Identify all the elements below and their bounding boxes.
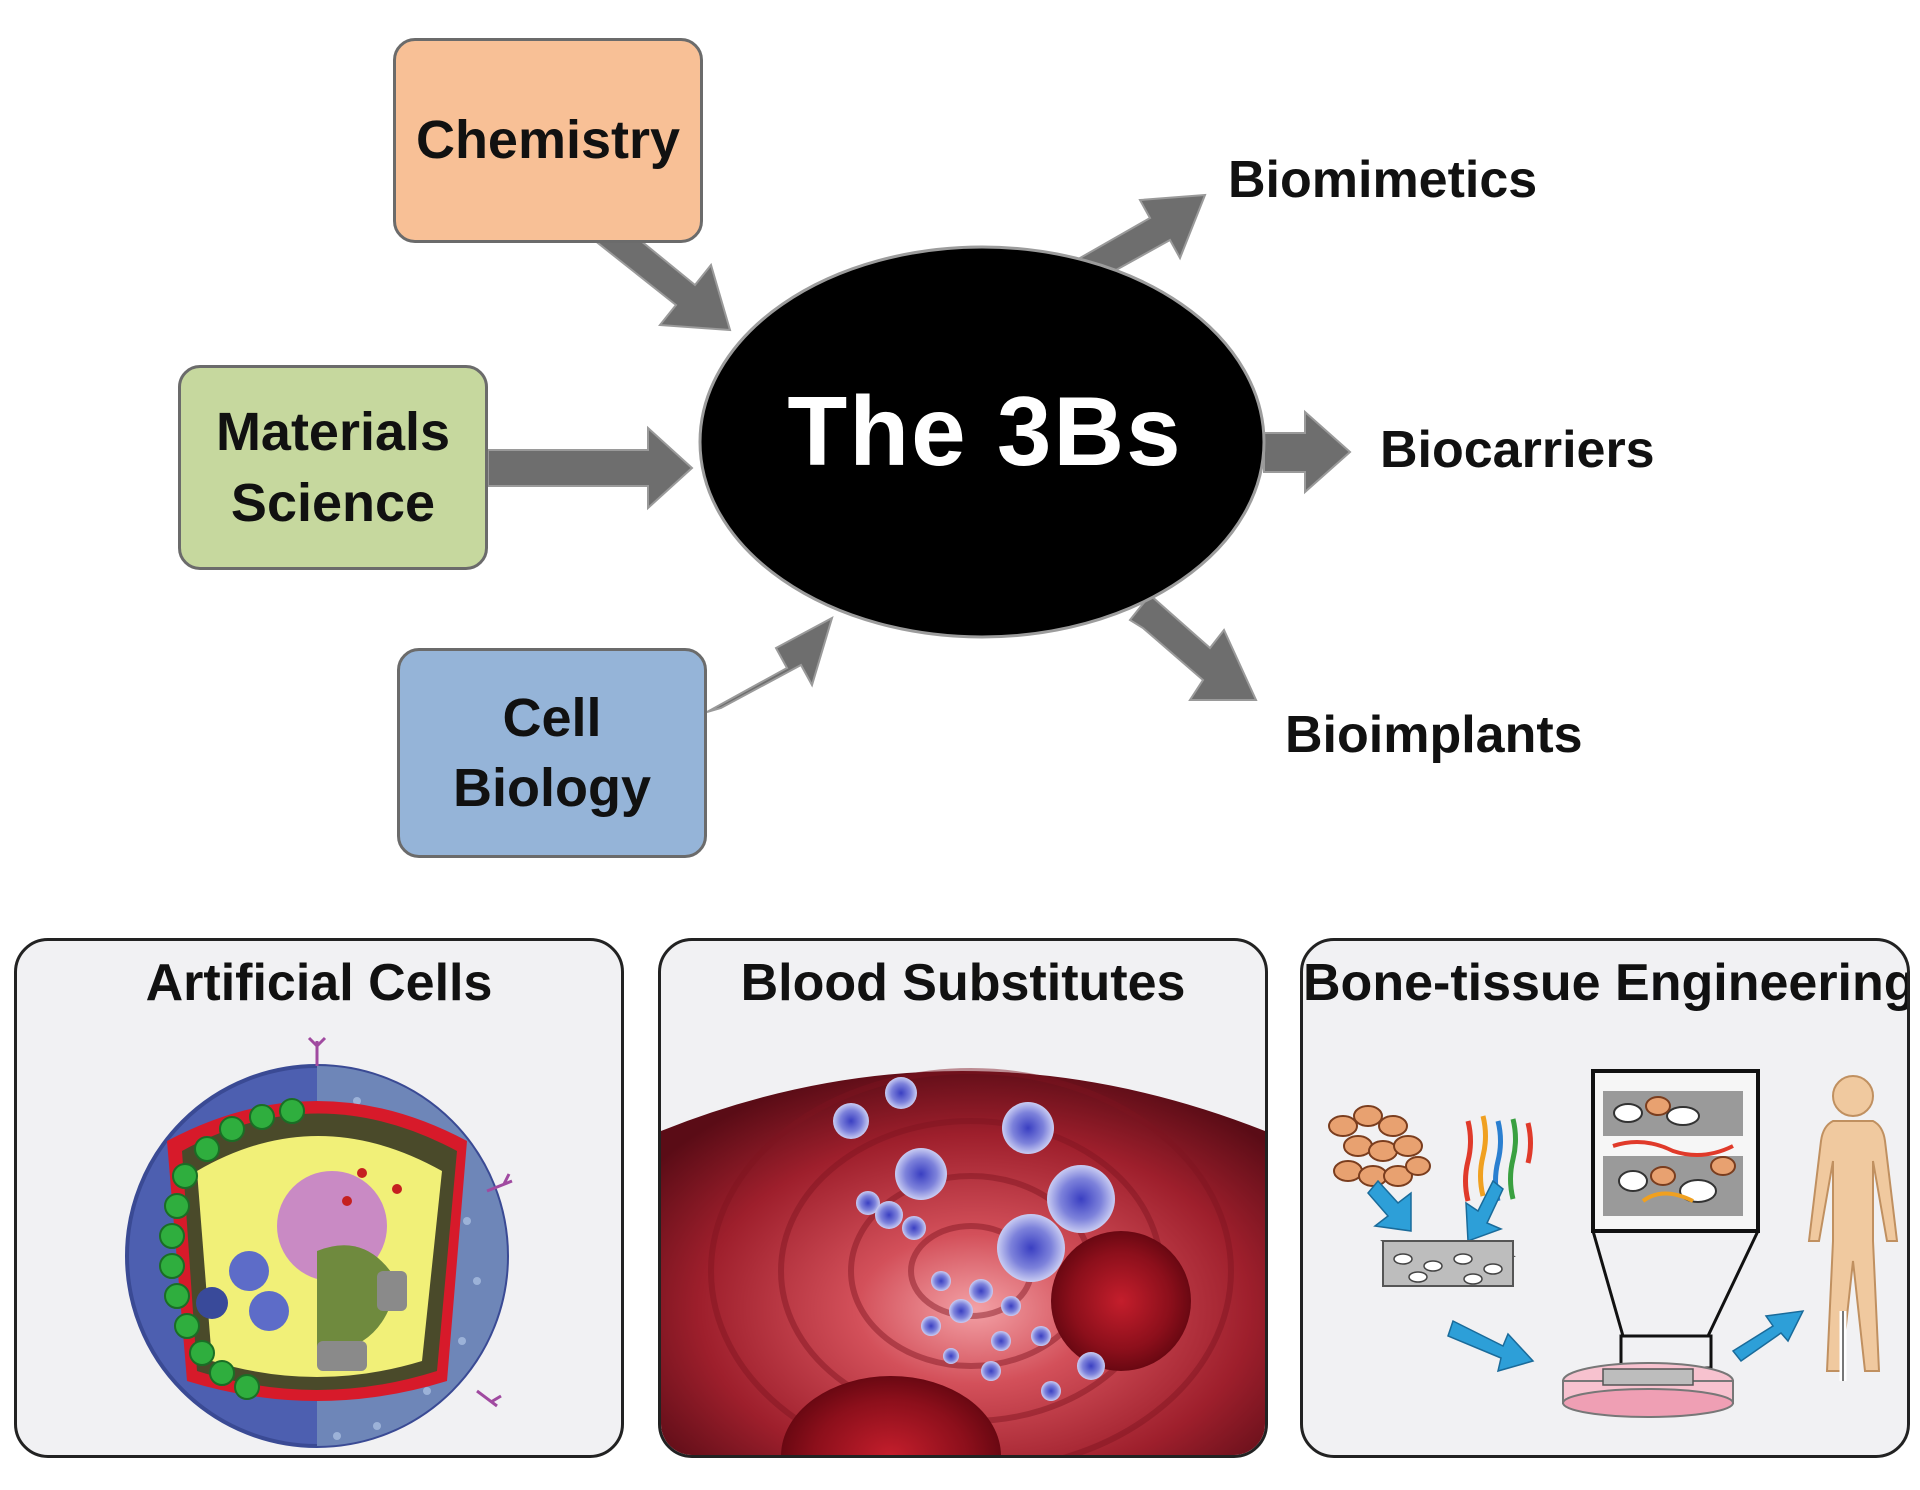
input-label-cell-biology: Cell Biology (453, 687, 651, 818)
output-biocarriers: Biocarriers (1380, 421, 1655, 479)
bone-tissue-engineering-illustration (1328, 1069, 1899, 1418)
input-box-cell-biology: Cell Biology (397, 648, 707, 858)
cells-cluster (1328, 1105, 1431, 1187)
arrow-hub-to-biocarriers (1263, 409, 1352, 495)
scaffold (1380, 1240, 1516, 1287)
input-label-chemistry: Chemistry (415, 110, 681, 171)
output-biomimetics: Biomimetics (1228, 151, 1538, 209)
artificial-cell-illustration (125, 1036, 513, 1448)
panel-title-bone-tissue-engineering: Bone-tissue Engineering (1303, 954, 1910, 1012)
panel-bone-tissue-engineering: Bone-tissue Engineering (1300, 938, 1910, 1458)
hub-label: The 3Bs (787, 376, 1183, 486)
diagram-connectors (487, 193, 1352, 713)
panel-blood-substitutes: Blood Substitutes (658, 938, 1268, 1458)
panel-title-blood-substitutes: Blood Substitutes (740, 954, 1186, 1012)
hub-ellipse (698, 245, 1266, 639)
panel-title-artificial-cells: Artificial Cells (145, 954, 493, 1012)
arrow-hub-to-bioimplants (1128, 593, 1258, 701)
arrow-materials-to-hub (487, 425, 694, 511)
input-label-materials-science: Materials Science (215, 402, 451, 533)
input-box-materials-science: Materials Science (178, 365, 488, 570)
input-box-chemistry: Chemistry (393, 38, 703, 243)
petri-dish (1562, 1362, 1734, 1418)
blood-vessel-illustration (661, 1068, 1265, 1455)
panel-artificial-cells: Artificial Cells (14, 938, 624, 1458)
human-figure (1807, 1075, 1899, 1372)
arrow-cellbio-to-hub (706, 615, 834, 713)
output-bioimplants: Bioimplants (1285, 706, 1583, 764)
